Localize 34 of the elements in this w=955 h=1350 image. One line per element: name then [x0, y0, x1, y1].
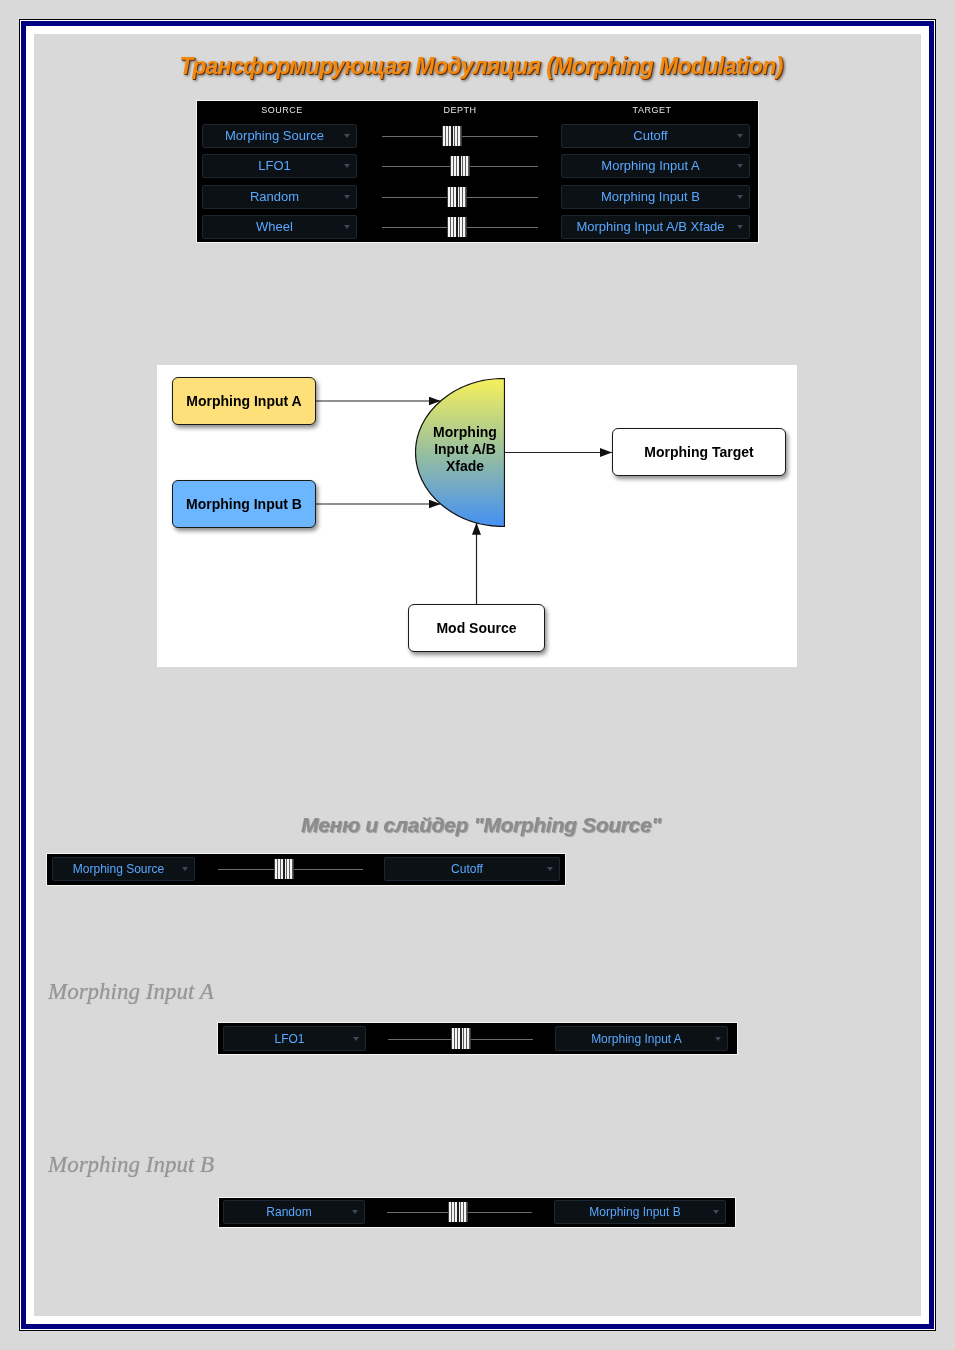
target-dropdown: Morphing Input B: [561, 185, 750, 209]
source-dropdown: Random: [223, 1200, 365, 1224]
source-dropdown: Morphing Source: [52, 857, 195, 881]
column-header: TARGET: [632, 104, 672, 117]
node-label: Morphing Input B: [186, 495, 302, 513]
arrow: [504, 448, 613, 457]
page-title: Трансформирующая Модуляция (Morphing Modulation): [179, 52, 783, 81]
source-dropdown: Random: [202, 185, 357, 209]
column-header: DEPTH: [443, 104, 477, 117]
target-dropdown: Morphing Input A: [555, 1026, 728, 1051]
target-dropdown: Morphing Input A/B Xfade: [561, 215, 750, 239]
target-dropdown: Morphing Input B: [554, 1200, 726, 1224]
target-dropdown: Cutoff: [384, 857, 560, 881]
source-box: [408, 604, 545, 652]
target-box: [612, 428, 786, 476]
node-label: Morphing Input A: [186, 392, 302, 410]
source-dropdown: Morphing Source: [202, 124, 357, 148]
target-dropdown: Cutoff: [561, 124, 750, 148]
crossfade-shape: [415, 378, 505, 527]
column-header: SOURCE: [261, 104, 303, 117]
input-box: [172, 377, 316, 425]
source-dropdown: LFO1: [202, 154, 357, 178]
node-label: Morphing Input A/B Xfade: [432, 424, 498, 475]
source-dropdown: LFO1: [223, 1026, 366, 1051]
arrow: [472, 522, 481, 605]
section-heading: Меню и слайдер "Morphing Source": [300, 812, 662, 838]
target-dropdown: Morphing Input A: [561, 154, 750, 178]
node-label: Mod Source: [436, 619, 517, 637]
input-box: [172, 480, 316, 528]
node-label: Morphing Target: [644, 443, 754, 461]
arrow: [315, 396, 442, 406]
source-dropdown: Wheel: [202, 215, 357, 239]
subsection-heading: Morphing Input A: [48, 978, 214, 1006]
subsection-heading: Morphing Input B: [48, 1151, 215, 1179]
